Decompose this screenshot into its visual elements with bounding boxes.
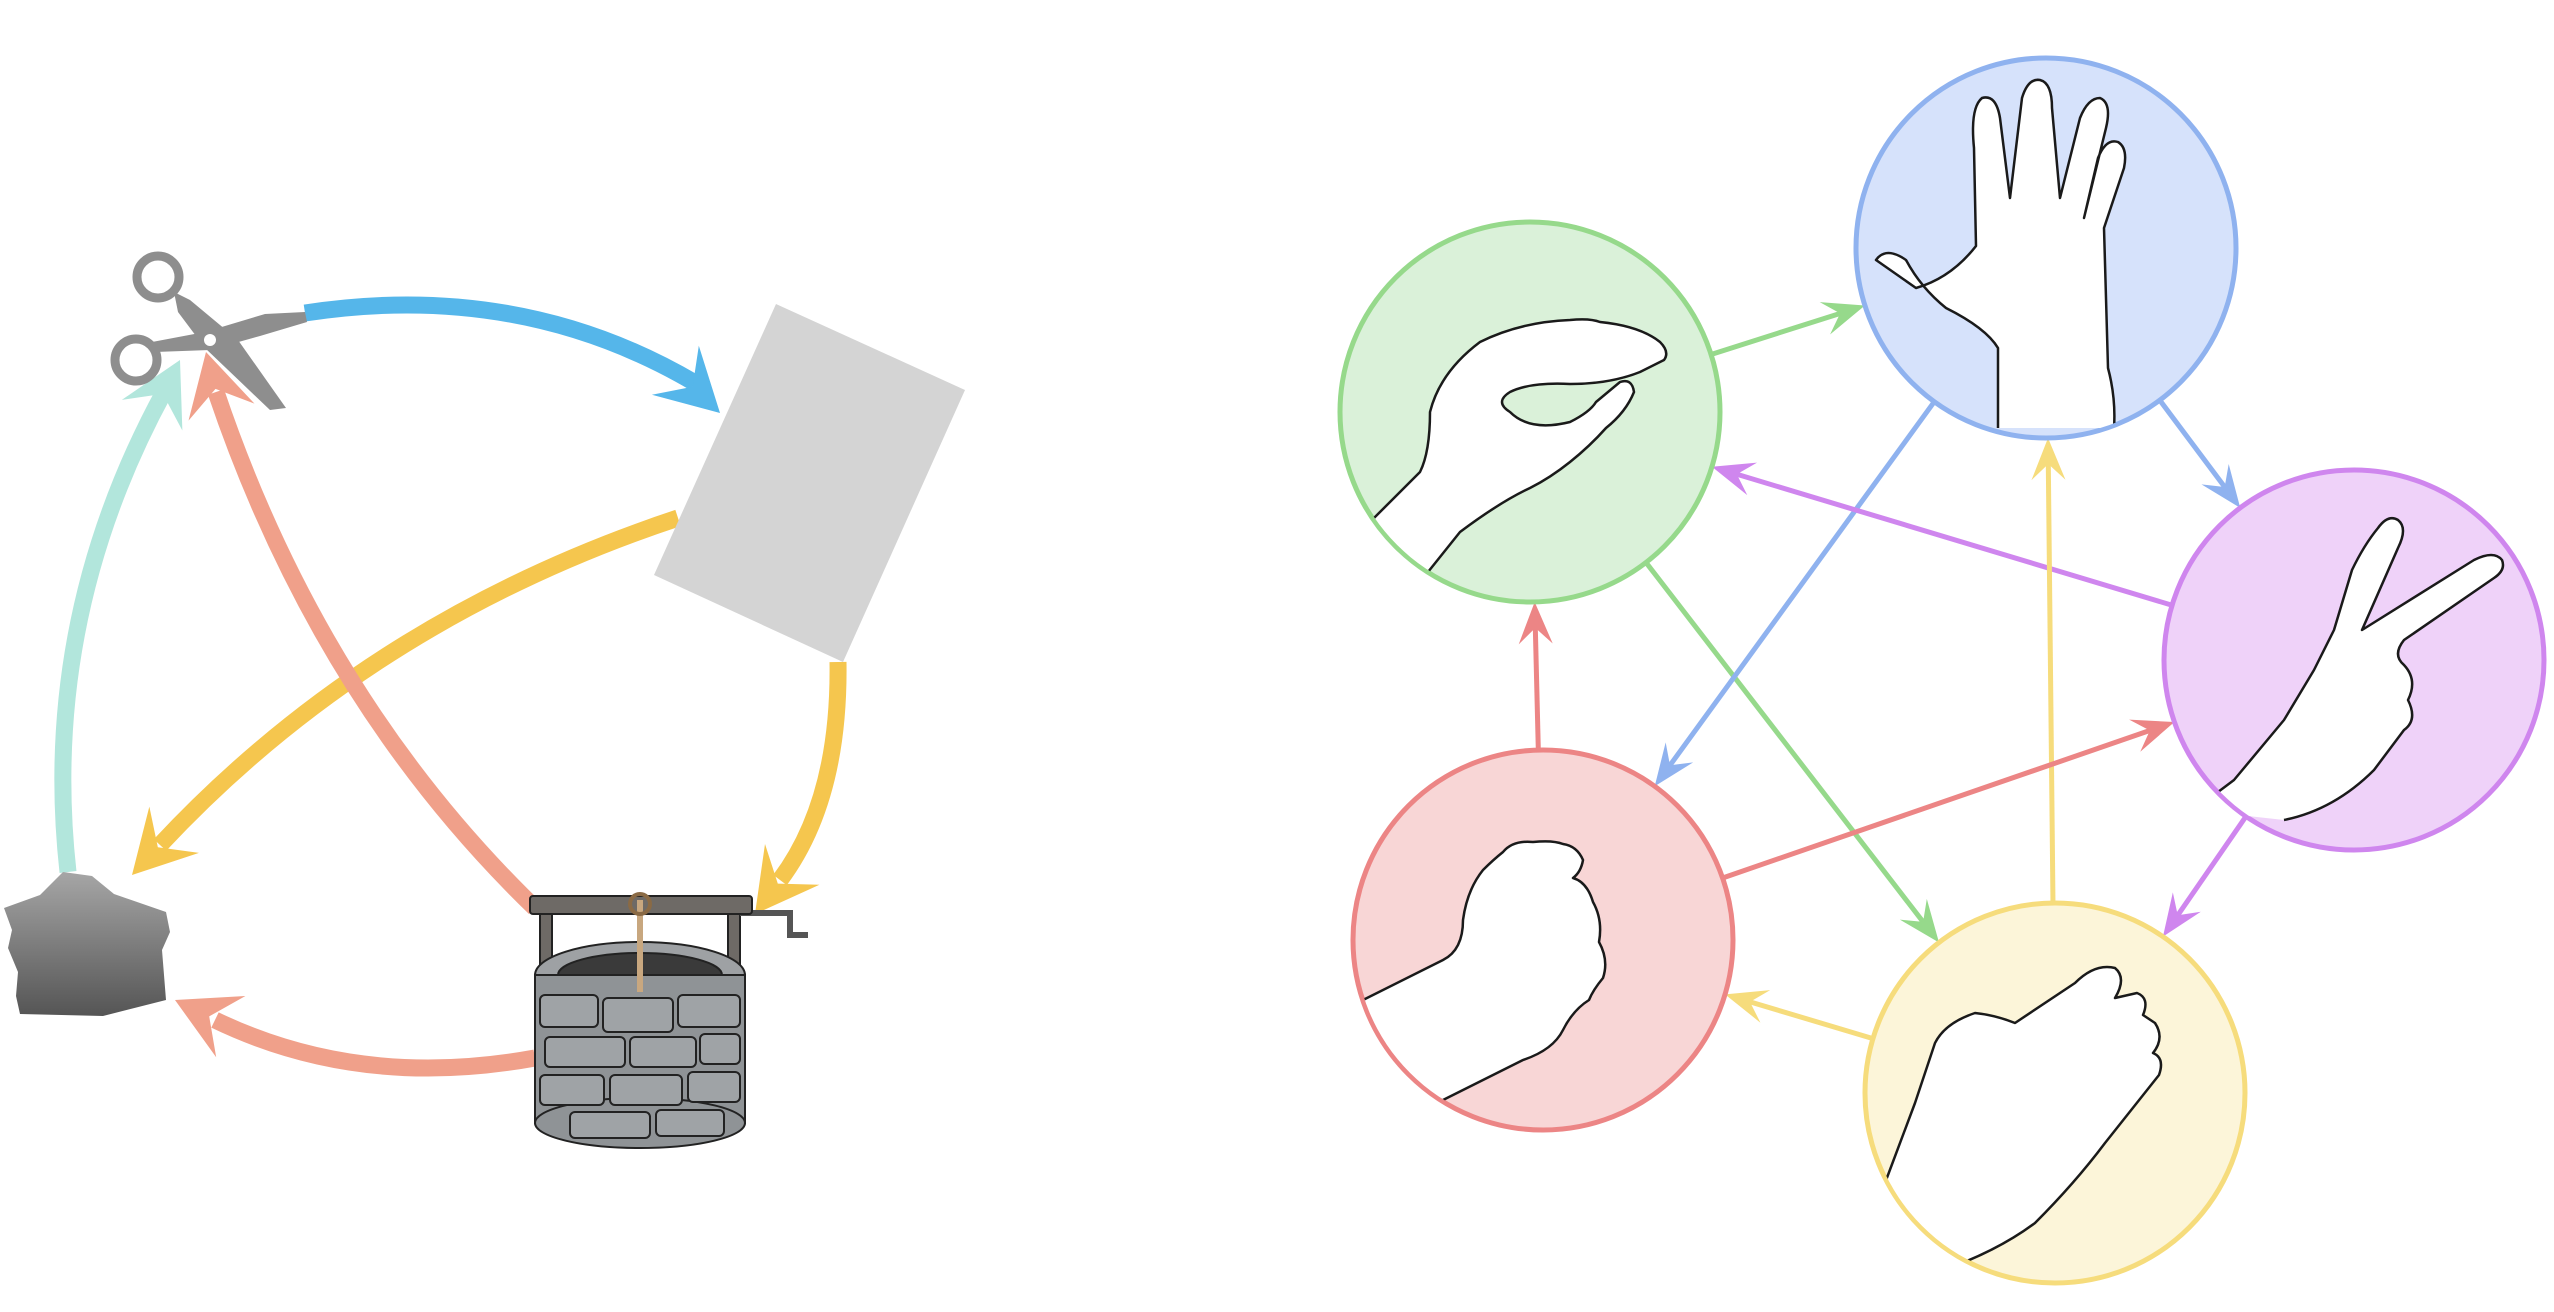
rock-icon [4,872,170,1016]
edge-scissors-to-paper [303,296,720,413]
edge-rock-to-scissors [1721,719,2175,881]
scissors-hand-icon [2193,517,2505,822]
edge-scissors-to-paper [2162,814,2249,937]
four-item-edges [54,296,847,1077]
paper-sheet-icon [654,304,965,662]
arrowhead [755,844,820,914]
vulcan-salute-hand-icon [1874,78,2127,429]
edge-paper-to-spock [2031,437,2066,904]
arrowhead [2129,719,2175,752]
four-item-diagram [0,0,1020,1312]
edge-well-to-scissors [188,352,541,915]
arrowhead [651,345,720,413]
node-spock [1853,55,2239,441]
arrowhead [1518,601,1553,645]
four-item-diagram-canvas [4,251,965,1149]
edge-scissors-to-lizard [1711,462,2173,608]
edge-rock-to-lizard [1518,601,1553,751]
arrowhead [1711,462,1758,496]
five-node-diagram [1250,0,2554,1312]
water-well-icon [529,892,808,1149]
arrowhead [188,352,255,421]
node-lizard [1337,219,1723,605]
arrowhead [1654,742,1694,787]
edge-well-to-rock [175,996,537,1077]
edge-paper-to-rock [132,509,681,875]
five-node-edges [1518,302,2249,1041]
arrowhead [121,360,183,431]
edge-rock-to-scissors [54,360,183,873]
node-circle [1337,219,1723,605]
arrowhead [175,996,246,1058]
arrowhead [1725,990,1771,1023]
arrowhead [2201,464,2241,508]
five-node-diagram-canvas [1337,55,2547,1286]
edge-spock-to-rock [1654,400,1937,787]
five-node-nodes [1337,55,2547,1286]
edge-paper-to-well [755,661,847,914]
arrowhead [132,806,199,875]
rock-fist-icon [1362,840,1607,1128]
node-scissors [2161,467,2547,853]
node-paper [1862,900,2248,1286]
edge-lizard-to-paper [1644,560,1939,943]
node-rock [1350,747,1736,1133]
arrowhead [2031,437,2066,481]
edge-lizard-to-spock [1710,302,1865,357]
arrowhead [2162,892,2201,937]
edge-paper-to-rock [1725,990,1874,1041]
edge-spock-to-scissors [2157,398,2241,508]
paper-hand-icon [1883,965,2163,1275]
arrowhead [1819,302,1865,335]
lizard-hand-icon [1369,318,1668,583]
arrowhead [1899,898,1939,943]
scissors-icon [110,251,307,410]
